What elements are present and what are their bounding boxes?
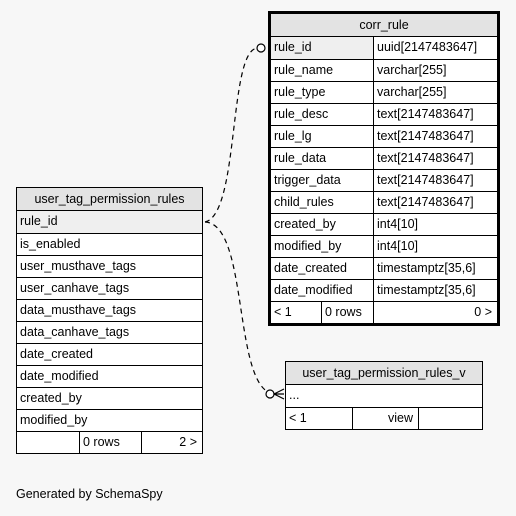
column-name: ... bbox=[289, 388, 300, 402]
parents-count[interactable]: < 1 bbox=[289, 411, 307, 425]
column-row[interactable]: rule_name varchar[255] bbox=[271, 59, 497, 81]
column-type: text[2147483647] bbox=[373, 192, 497, 213]
table-footer: < 1 view bbox=[286, 407, 482, 429]
column-row[interactable]: rule_desc text[2147483647] bbox=[271, 103, 497, 125]
column-name: rule_id bbox=[17, 211, 202, 233]
children-count bbox=[418, 408, 482, 429]
table-user-tag-permission-rules[interactable]: user_tag_permission_rules rule_id is_enab… bbox=[16, 187, 203, 454]
column-name: rule_lg bbox=[274, 129, 312, 143]
column-type: timestamptz[35,6] bbox=[373, 258, 497, 279]
column-name: rule_name bbox=[274, 63, 334, 77]
column-type: text[2147483647] bbox=[373, 104, 497, 125]
column-name: is_enabled bbox=[20, 237, 81, 251]
row-count: 0 rows bbox=[79, 432, 141, 453]
column-name: user_canhave_tags bbox=[20, 281, 130, 295]
column-row[interactable]: rule_id bbox=[17, 211, 202, 233]
generated-by-label: Generated by SchemaSpy bbox=[16, 487, 163, 501]
column-row[interactable]: date_created bbox=[17, 343, 202, 365]
table-user-tag-permission-rules-v[interactable]: user_tag_permission_rules_v ... < 1 view bbox=[285, 361, 483, 430]
column-row[interactable]: rule_data text[2147483647] bbox=[271, 147, 497, 169]
parents-count[interactable]: < 1 bbox=[274, 305, 292, 319]
children-count[interactable]: 2 > bbox=[141, 432, 202, 453]
column-row[interactable]: user_canhave_tags bbox=[17, 277, 202, 299]
column-name: user_musthave_tags bbox=[20, 259, 137, 273]
column-type: int4[10] bbox=[373, 214, 497, 235]
column-name: modified_by bbox=[274, 239, 342, 253]
column-row[interactable]: created_by bbox=[17, 387, 202, 409]
column-name: rule_desc bbox=[274, 107, 329, 121]
column-type: text[2147483647] bbox=[373, 126, 497, 147]
column-type: text[2147483647] bbox=[373, 170, 497, 191]
table-footer: < 1 0 rows 0 > bbox=[271, 301, 497, 323]
column-row[interactable]: date_created timestamptz[35,6] bbox=[271, 257, 497, 279]
column-row[interactable]: ... bbox=[286, 385, 482, 407]
column-name: created_by bbox=[20, 391, 82, 405]
column-row[interactable]: rule_lg text[2147483647] bbox=[271, 125, 497, 147]
column-row[interactable]: modified_by int4[10] bbox=[271, 235, 497, 257]
link-view-zero-many-icon bbox=[265, 389, 275, 399]
link-view-crowsfoot-icon bbox=[273, 388, 285, 400]
table-footer: 0 rows 2 > bbox=[17, 431, 202, 453]
column-name: date_modified bbox=[274, 283, 353, 297]
column-row[interactable]: data_canhave_tags bbox=[17, 321, 202, 343]
parents-count bbox=[17, 432, 79, 453]
link-rule-id-to-view bbox=[204, 221, 276, 395]
column-row[interactable]: child_rules text[2147483647] bbox=[271, 191, 497, 213]
column-type: varchar[255] bbox=[373, 82, 497, 103]
column-name: date_modified bbox=[20, 369, 99, 383]
table-title[interactable]: user_tag_permission_rules bbox=[17, 188, 202, 211]
column-name: modified_by bbox=[20, 413, 88, 427]
table-title[interactable]: corr_rule bbox=[271, 14, 497, 37]
column-name: trigger_data bbox=[274, 173, 341, 187]
column-row[interactable]: trigger_data text[2147483647] bbox=[271, 169, 497, 191]
column-type: uuid[2147483647] bbox=[373, 37, 497, 59]
column-name: rule_data bbox=[274, 151, 327, 165]
row-count: view bbox=[352, 408, 418, 429]
column-row[interactable]: created_by int4[10] bbox=[271, 213, 497, 235]
table-title[interactable]: user_tag_permission_rules_v bbox=[286, 362, 482, 385]
column-type: int4[10] bbox=[373, 236, 497, 257]
column-name: child_rules bbox=[274, 195, 334, 209]
column-name: rule_id bbox=[271, 37, 373, 59]
column-name: created_by bbox=[274, 217, 336, 231]
column-name: date_created bbox=[20, 347, 93, 361]
column-row[interactable]: date_modified timestamptz[35,6] bbox=[271, 279, 497, 301]
children-count[interactable]: 0 > bbox=[373, 302, 497, 323]
column-name: data_canhave_tags bbox=[20, 325, 130, 339]
column-row[interactable]: modified_by bbox=[17, 409, 202, 431]
column-row[interactable]: date_modified bbox=[17, 365, 202, 387]
row-count: 0 rows bbox=[321, 302, 373, 323]
link-rule-id-to-corr-rule bbox=[204, 47, 259, 223]
column-type: timestamptz[35,6] bbox=[373, 280, 497, 301]
link-corr-rule-zero-many-icon bbox=[256, 43, 266, 53]
column-row[interactable]: user_musthave_tags bbox=[17, 255, 202, 277]
column-name: rule_type bbox=[274, 85, 326, 99]
column-row[interactable]: is_enabled bbox=[17, 233, 202, 255]
column-row[interactable]: data_musthave_tags bbox=[17, 299, 202, 321]
column-name: data_musthave_tags bbox=[20, 303, 137, 317]
column-type: text[2147483647] bbox=[373, 148, 497, 169]
column-type: varchar[255] bbox=[373, 60, 497, 81]
column-name: date_created bbox=[274, 261, 347, 275]
column-row[interactable]: rule_type varchar[255] bbox=[271, 81, 497, 103]
